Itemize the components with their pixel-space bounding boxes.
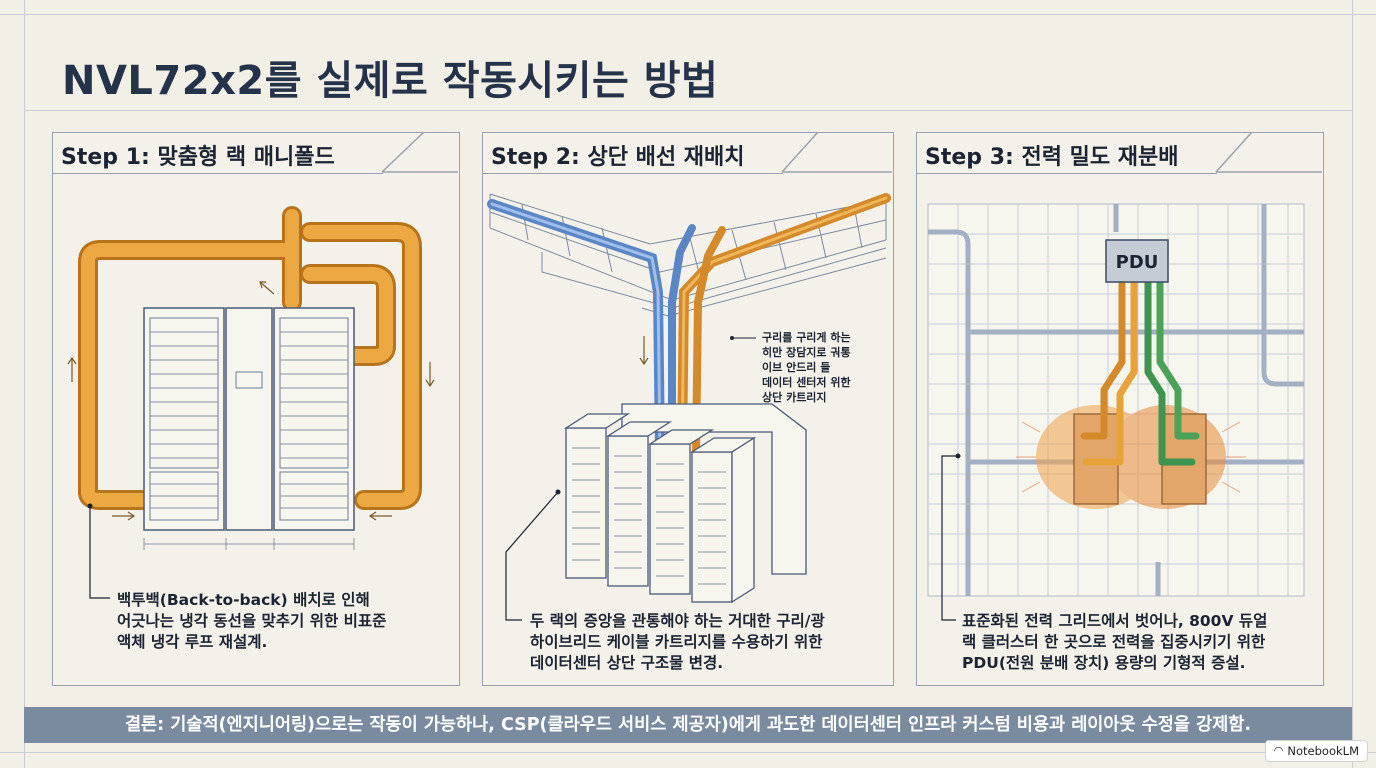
step-1-caption: 백투백(Back-to-back) 배치로 인해 어긋나는 냉각 동선을 맞추기… xyxy=(117,590,386,653)
step-2-note-line-1: 구리를 구리게 하는 xyxy=(762,331,851,344)
step-2-note-line-5: 상단 카트리지 xyxy=(762,391,827,404)
step-2-header: Step 2: 상단 배선 재배치 xyxy=(483,133,783,174)
notebooklm-logo-icon: ◠ xyxy=(1273,744,1284,757)
page-title: NVL72x2를 실제로 작동시키는 방법 xyxy=(62,58,719,104)
step-2-caption-line-3: 데이터센터 상단 구조물 변경. xyxy=(530,654,724,672)
conclusion-bar: 결론: 기술적(엔지니어링)으로는 작동이 가능하나, CSP(클라우드 서비스… xyxy=(24,707,1352,743)
step-3-caption-line-3: PDU(전원 분배 장치) 용량의 기형적 증설. xyxy=(962,654,1246,672)
step-1-header: Step 1: 맞춤형 랙 매니폴드 xyxy=(53,133,383,174)
step-2-heading: Step 2: 상단 배선 재배치 xyxy=(491,145,745,170)
step-2-caption-line-2: 하이브리드 케이블 카트리지를 수용하기 위한 xyxy=(530,633,823,651)
step-1-heading: Step 1: 맞춤형 랙 매니폴드 xyxy=(61,145,335,170)
frame-right-line xyxy=(1352,0,1353,768)
step-3-heading: Step 3: 전력 밀도 재분배 xyxy=(925,145,1179,170)
step-3-caption-line-1: 표준화된 전력 그리드에서 벗어나, 800V 듀얼 xyxy=(962,612,1268,630)
pdu-label: PDU xyxy=(1115,252,1159,273)
step-2-note-line-4: 데이터 센터저 위한 xyxy=(762,376,851,389)
notebooklm-badge[interactable]: ◠ NotebookLM xyxy=(1264,740,1368,762)
step-2-note-line-2: 히만 장담지로 궈통 xyxy=(762,346,851,359)
step-2-caption-line-1: 두 랙의 증앙을 관통해야 하는 거대한 구리/광 xyxy=(530,612,825,630)
step-2-caption: 두 랙의 증앙을 관통해야 하는 거대한 구리/광 하이브리드 케이블 카트리지… xyxy=(530,611,825,674)
step-3-power-grid-illustration xyxy=(927,132,1322,621)
step-1-manifold-illustration xyxy=(67,132,458,599)
step-1-caption-line-2: 어긋나는 냉각 동선을 맞추기 위한 비표준 xyxy=(117,612,387,630)
step-3-header: Step 3: 전력 밀도 재분배 xyxy=(917,133,1217,174)
step-1-caption-line-1: 백투백(Back-to-back) 배치로 인해 xyxy=(117,591,370,609)
step-2-overhead-cabling-illustration xyxy=(487,132,892,621)
title-underline xyxy=(24,110,1352,111)
step-3-caption: 표준화된 전력 그리드에서 벗어나, 800V 듀얼 랙 클러스터 한 곳으로 … xyxy=(962,611,1267,674)
step-1-caption-line-3: 액체 냉각 루프 재설계. xyxy=(117,633,268,651)
step-2-callout-note: 구리를 구리게 하는 히만 장담지로 궈통 이브 안드리 들 데이터 센터저 위… xyxy=(762,330,851,405)
frame-top-line xyxy=(0,14,1376,15)
frame-left-line xyxy=(24,0,25,768)
frame-bottom-line xyxy=(0,752,1376,753)
notebooklm-badge-label: NotebookLM xyxy=(1287,744,1359,758)
step-2-note-line-3: 이브 안드리 들 xyxy=(762,361,831,374)
step-3-caption-line-2: 랙 클러스터 한 곳으로 전력을 집중시키기 위한 xyxy=(962,633,1266,651)
